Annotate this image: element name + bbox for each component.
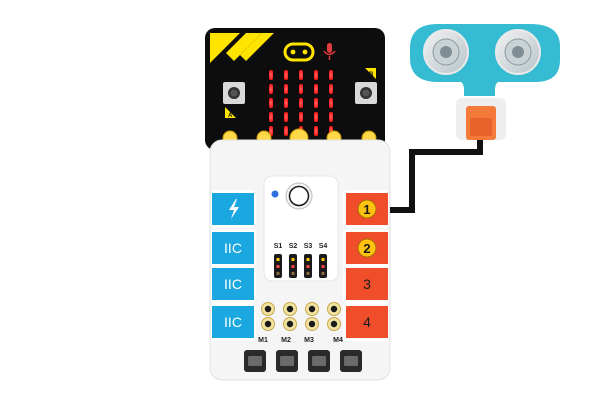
microphone-icon <box>323 43 336 60</box>
servo-pin <box>306 258 310 261</box>
microbit-logo <box>283 42 315 62</box>
port-number-badge <box>357 238 377 258</box>
left-port-column: IIC IIC IIC <box>211 190 256 341</box>
servo-pin <box>291 265 295 268</box>
led <box>329 98 333 108</box>
motor-terminal-hole <box>286 320 294 328</box>
button-a-label: A <box>228 113 233 119</box>
motor-label: M1 <box>258 337 268 344</box>
servo-pin <box>321 258 325 261</box>
servo-pin <box>276 265 280 268</box>
led <box>314 70 318 80</box>
bottom-connector-socket <box>312 356 326 366</box>
right-port-column: 1 2 3 4 <box>343 190 389 341</box>
servo-pin <box>306 272 310 275</box>
servo-pin <box>276 272 280 275</box>
led <box>269 112 273 122</box>
servo-label: S3 <box>304 243 313 250</box>
iic-port[interactable] <box>212 232 254 264</box>
microbit-body <box>205 28 385 150</box>
bottom-connectors <box>244 350 362 372</box>
sensor-connector-socket <box>470 118 492 136</box>
servo-pin <box>321 272 325 275</box>
motor-terminal-hole <box>264 305 272 313</box>
led <box>314 84 318 94</box>
motor-label: M4 <box>333 337 343 344</box>
iic-port[interactable] <box>212 306 254 338</box>
bottom-connector-socket <box>248 356 262 366</box>
led <box>314 98 318 108</box>
led <box>284 126 288 136</box>
led <box>299 112 303 122</box>
motor-terminal-hole <box>330 305 338 313</box>
servo-headers: S1 S2 S3 S4 <box>274 243 328 278</box>
led <box>329 70 333 80</box>
led <box>314 126 318 136</box>
digital-port-4[interactable] <box>346 306 388 338</box>
button-a-marker: A <box>225 107 236 119</box>
expansion-board: S1 S2 S3 S4 M1 M2 M3 M4 IIC IIC IIC 1 2 3 4 <box>209 139 391 381</box>
motor-terminal-hole <box>308 305 316 313</box>
button-b-label: B <box>369 72 374 78</box>
button-b[interactable] <box>355 82 377 104</box>
reset-button[interactable] <box>285 182 313 210</box>
sensor-eye-left <box>423 29 469 75</box>
lightning-icon <box>229 199 239 219</box>
digital-port-3[interactable] <box>346 268 388 300</box>
port-number-badge <box>357 199 377 219</box>
servo-pin <box>276 258 280 261</box>
button-a[interactable] <box>223 82 245 104</box>
led <box>269 70 273 80</box>
iic-port-label: IIC <box>224 276 242 292</box>
motor-terminal-hole <box>308 320 316 328</box>
corner-stripes <box>210 33 274 63</box>
motor-terminal-hole <box>330 320 338 328</box>
motor-terminal-hole <box>264 320 272 328</box>
led <box>269 84 273 94</box>
led <box>284 98 288 108</box>
led <box>329 84 333 94</box>
led <box>299 84 303 94</box>
motor-terminals: M1 M2 M3 M4 <box>258 302 343 344</box>
servo-pin <box>291 272 295 275</box>
port-number-label: 3 <box>363 276 371 292</box>
microbit: A B <box>205 28 385 150</box>
motor-terminal-hole <box>286 305 294 313</box>
servo-pin <box>321 265 325 268</box>
led <box>299 70 303 80</box>
servo-pin <box>291 258 295 261</box>
servo-label: S4 <box>319 243 328 250</box>
connection-cable <box>390 138 483 213</box>
led <box>284 84 288 94</box>
iic-port-label: IIC <box>224 240 242 256</box>
bottom-connector-socket <box>344 356 358 366</box>
power-indicator-led <box>271 190 279 198</box>
led <box>284 70 288 80</box>
iic-port[interactable] <box>212 268 254 300</box>
led <box>299 98 303 108</box>
motor-label: M3 <box>304 337 314 344</box>
servo-label: S1 <box>274 243 283 250</box>
led <box>284 112 288 122</box>
led <box>329 112 333 122</box>
port-number-label: 2 <box>363 241 370 256</box>
sensor-eye-right <box>495 29 541 75</box>
led <box>269 98 273 108</box>
bottom-connector-socket <box>280 356 294 366</box>
ultrasonic-sensor <box>410 24 560 140</box>
servo-label: S2 <box>289 243 298 250</box>
port-number-label: 1 <box>363 202 370 217</box>
port-number-label: 4 <box>363 314 371 330</box>
led <box>314 112 318 122</box>
servo-pin <box>306 265 310 268</box>
led-matrix <box>269 70 333 136</box>
button-b-marker: B <box>365 68 376 79</box>
iic-port-label: IIC <box>224 314 242 330</box>
motor-label: M2 <box>281 337 291 344</box>
